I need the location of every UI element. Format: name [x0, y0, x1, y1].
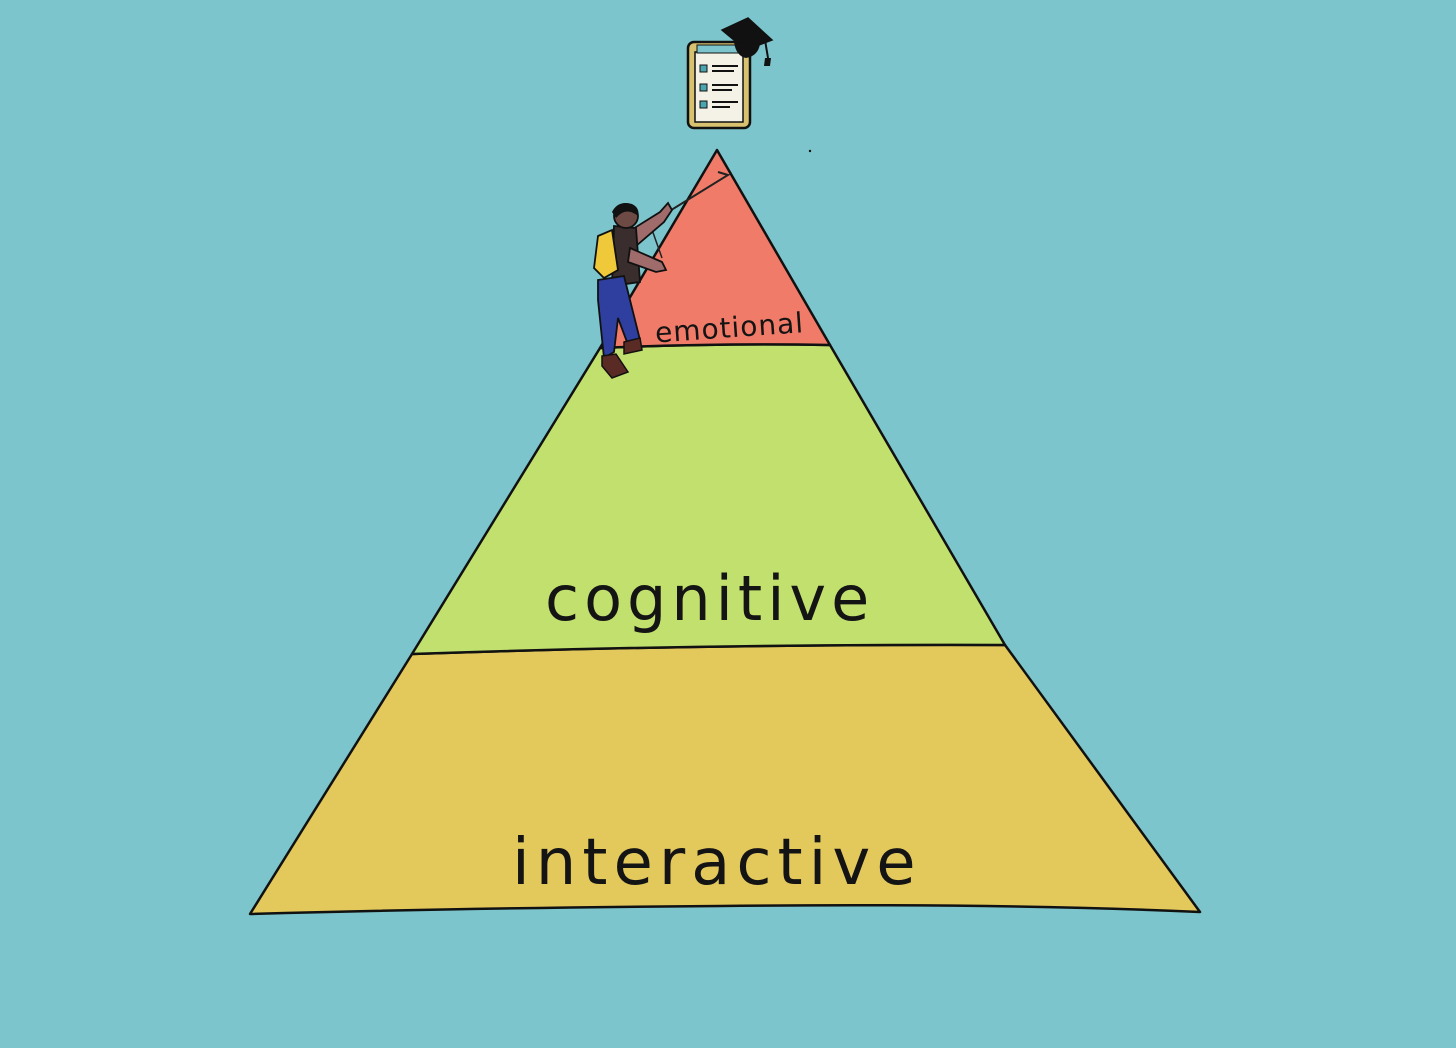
label-interactive: interactive: [512, 826, 922, 900]
layer-emotional: [598, 148, 832, 350]
label-cognitive: cognitive: [545, 562, 874, 635]
pyramid: [248, 148, 1202, 916]
graduation-cap-icon: [720, 17, 774, 66]
speck: [808, 149, 812, 153]
syllabus-clipboard-icon: [686, 40, 752, 130]
climber-icon: [593, 171, 731, 379]
